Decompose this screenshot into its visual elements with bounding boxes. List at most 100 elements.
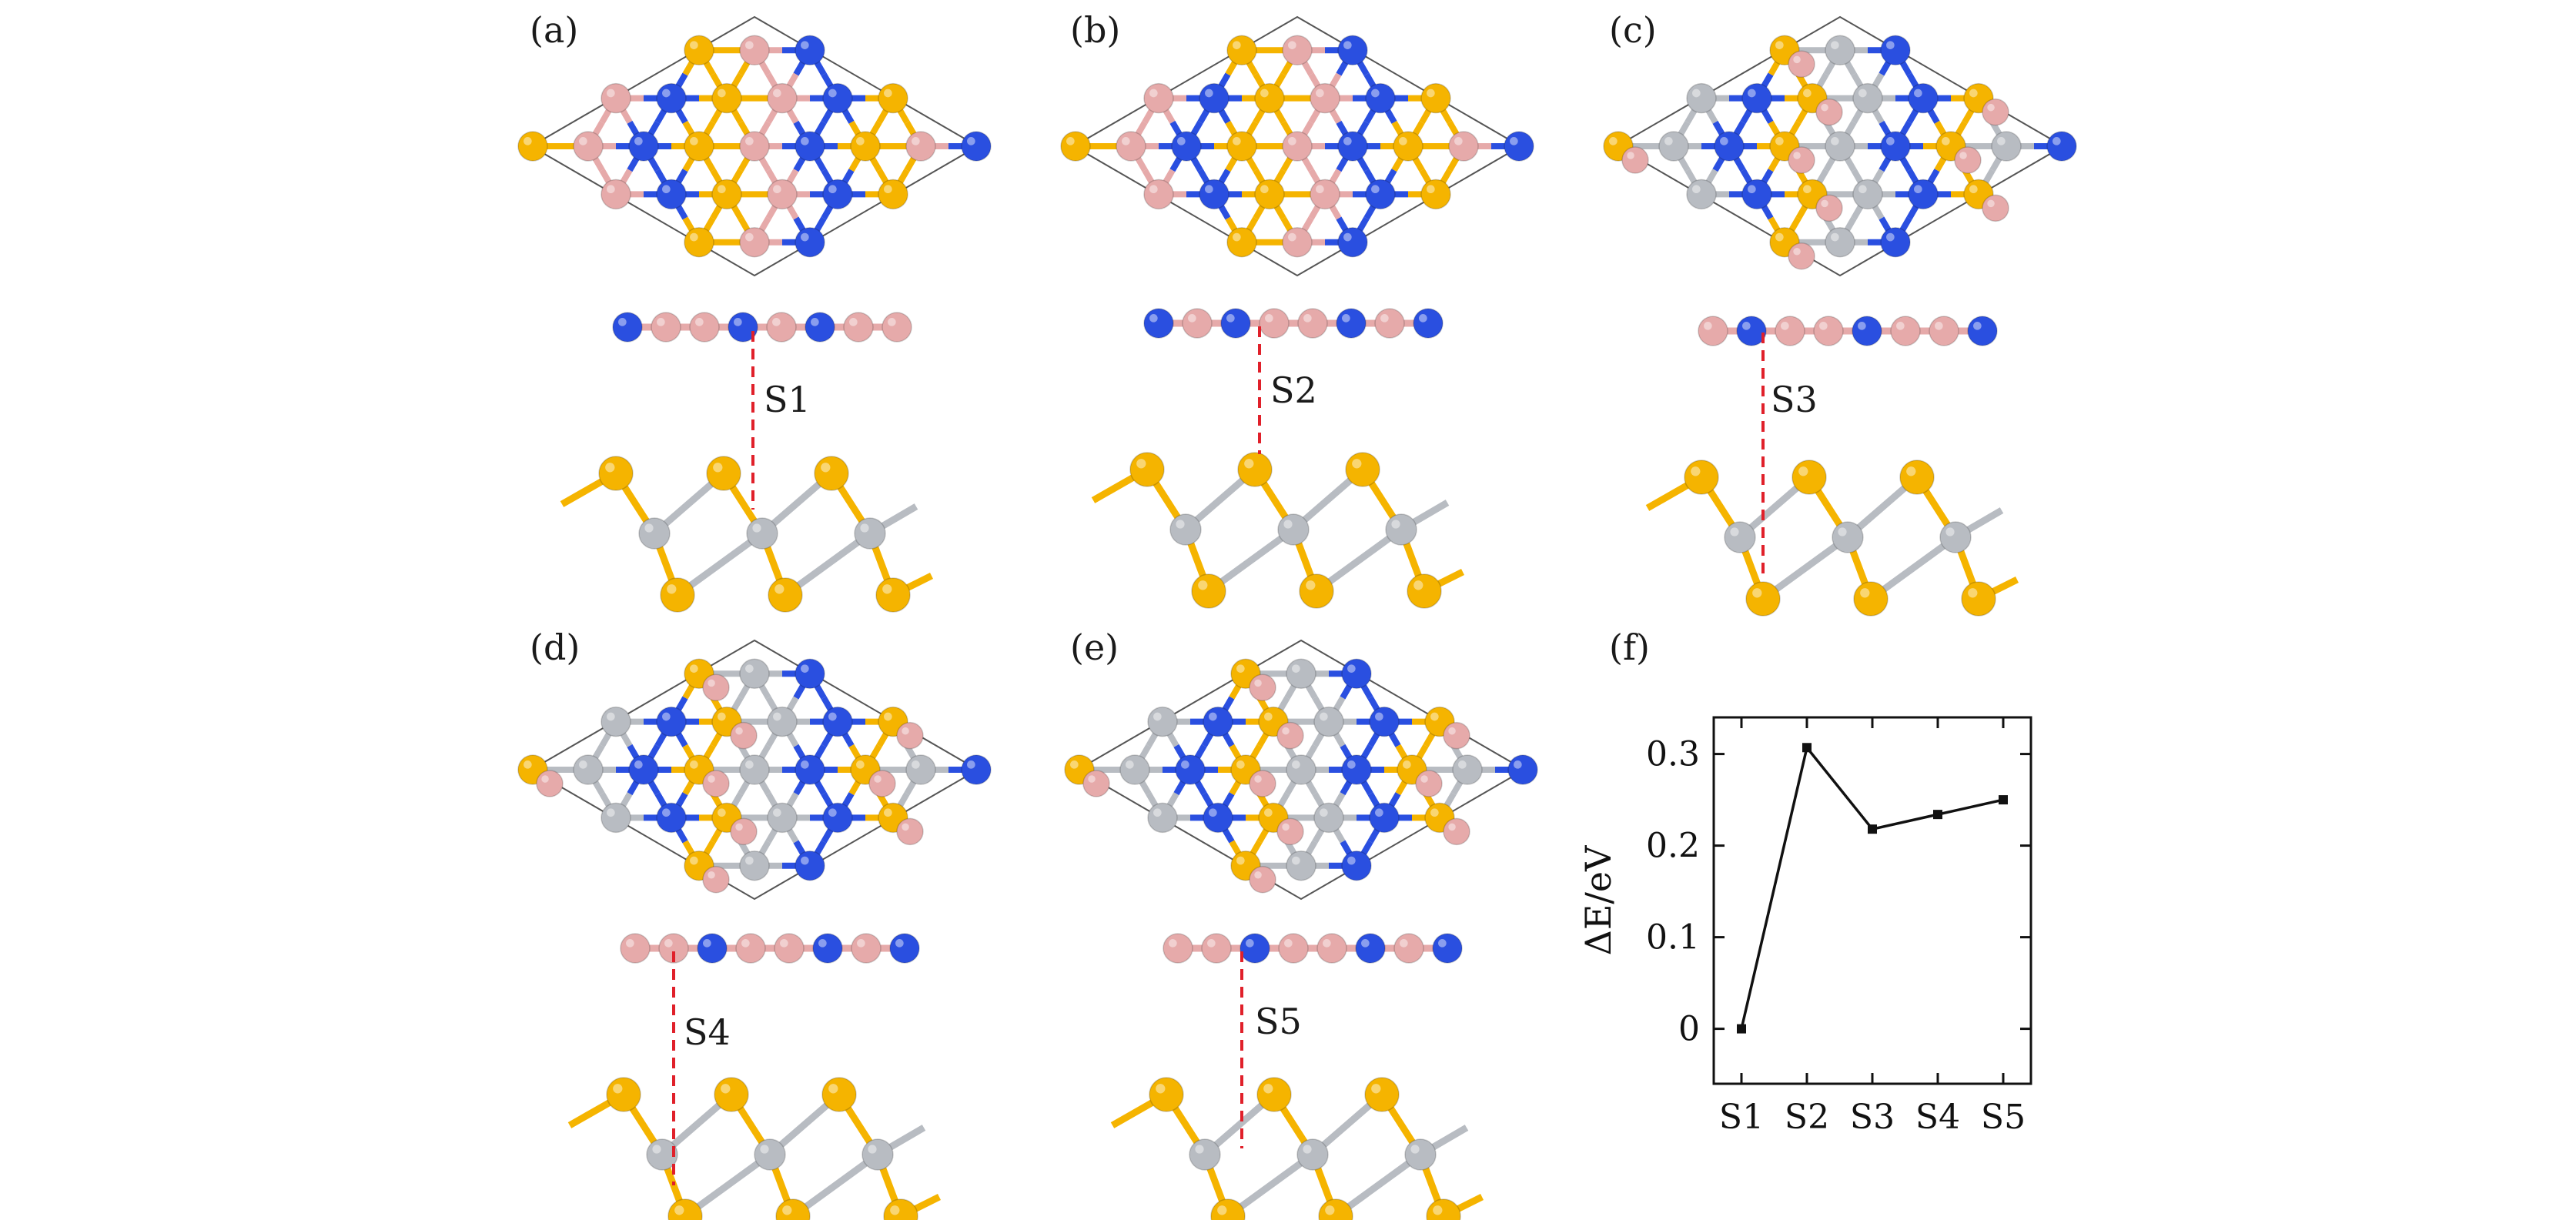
b-atom (658, 933, 689, 964)
atom-highlight (607, 89, 615, 98)
atom-highlight (1284, 939, 1293, 948)
atom-highlight (652, 1145, 661, 1154)
atom-highlight (1181, 760, 1189, 769)
atom-highlight (760, 1145, 769, 1154)
atom-highlight (1288, 232, 1296, 242)
atom-highlight (1316, 185, 1324, 194)
s-atom (1254, 179, 1285, 210)
atom-highlight (1942, 137, 1950, 145)
b-atom (1393, 933, 1424, 964)
atom-highlight (1246, 939, 1254, 948)
b-atom (601, 179, 631, 210)
atom-highlight (801, 41, 809, 49)
atom-highlight (1803, 89, 1812, 98)
s-atom (684, 226, 714, 258)
bond (1761, 534, 1850, 602)
atom-highlight (1260, 185, 1269, 194)
n-atom (656, 179, 687, 210)
atom-highlight (1070, 760, 1079, 769)
data-point (1802, 743, 1812, 753)
atom-highlight (801, 232, 809, 242)
b-atom (1143, 82, 1174, 114)
atom-highlight (662, 808, 671, 817)
b-atom (739, 35, 770, 66)
atom-highlight (695, 318, 704, 326)
s-atom (875, 577, 911, 613)
b-atom (739, 226, 770, 258)
atom-highlight (1413, 580, 1423, 590)
s-atom (1426, 1198, 1461, 1220)
b-atom (1182, 308, 1213, 339)
atom-highlight (1969, 89, 1978, 98)
s-atom (814, 456, 849, 491)
data-point (1737, 1024, 1746, 1034)
data-point (1933, 810, 1942, 820)
y-tick-label: 0.1 (1646, 918, 1700, 958)
b-atom (620, 933, 651, 964)
b-atom (739, 131, 770, 162)
atom-highlight (718, 712, 726, 721)
n-atom (1507, 754, 1538, 785)
b-atom (1201, 933, 1232, 964)
n-atom (1880, 35, 1911, 66)
panel-label-c: (c) (1609, 9, 1657, 51)
atom-highlight (644, 523, 654, 533)
atom-highlight (1233, 232, 1241, 242)
atom-highlight (1427, 185, 1435, 194)
atom-highlight (626, 939, 634, 948)
atom-highlight (1692, 89, 1701, 98)
atom-highlight (708, 775, 715, 783)
n-atom (1337, 35, 1368, 66)
s-atom (714, 1077, 749, 1112)
atom-highlight (1973, 322, 1982, 330)
atom-highlight (690, 137, 698, 145)
atom-highlight (690, 664, 698, 673)
atom-highlight (1627, 152, 1634, 159)
s-atom (711, 82, 742, 114)
n-atom (1908, 82, 1939, 114)
s-atom (1420, 179, 1451, 210)
bond (1226, 1151, 1315, 1219)
atom-highlight (2052, 137, 2061, 145)
atom-highlight (874, 775, 882, 783)
n-atom (795, 35, 825, 66)
metal-atom (739, 658, 770, 690)
panel-label-f: (f) (1609, 627, 1650, 668)
atom-highlight (1454, 137, 1463, 145)
bond (791, 1151, 880, 1219)
atom-highlight (1793, 152, 1801, 159)
atom-highlight (1410, 1145, 1420, 1154)
metal-atom (1724, 521, 1756, 553)
n-atom (822, 82, 853, 114)
atom-highlight (773, 89, 781, 98)
atom-highlight (1691, 466, 1701, 476)
s-atom (1899, 460, 1935, 495)
s-atom (667, 1198, 703, 1220)
atom-highlight (1858, 185, 1867, 194)
atom-highlight (1391, 520, 1400, 529)
atom-highlight (1831, 41, 1839, 49)
b-atom (1982, 98, 2009, 126)
metal-atom (1825, 35, 1855, 66)
atom-highlight (1254, 775, 1262, 783)
atom-highlight (1361, 939, 1370, 948)
atom-highlight (541, 775, 549, 783)
atom-highlight (912, 760, 920, 769)
atom-highlight (1793, 247, 1801, 256)
atom-highlight (1198, 580, 1208, 590)
b-atom (1443, 817, 1470, 846)
b-atom (1448, 131, 1479, 162)
atom-highlight (1149, 185, 1158, 194)
atom-highlight (718, 89, 726, 98)
atom-highlight (735, 823, 743, 831)
b-atom (1249, 865, 1276, 894)
metal-atom (1991, 131, 2022, 162)
n-atom (1337, 226, 1368, 258)
s-atom (1060, 131, 1091, 162)
stack-label-s2: S2 (1270, 369, 1317, 411)
metal-atom (754, 1138, 786, 1171)
atom-highlight (1126, 760, 1134, 769)
atom-highlight (690, 41, 698, 49)
